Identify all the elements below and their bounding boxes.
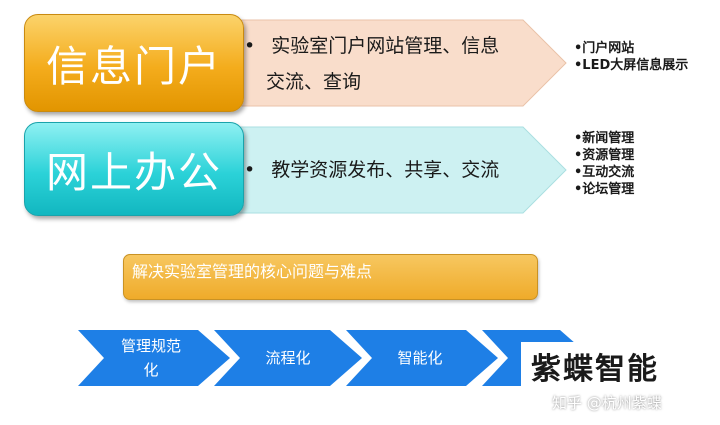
- bullet-mark: •: [244, 35, 256, 57]
- office-feature-item: •资源管理: [574, 148, 635, 163]
- process-chevron: [346, 330, 498, 386]
- portal-description-line1: 实验室门户网站管理、信息: [271, 35, 500, 57]
- office-title-box: 网上办公: [24, 122, 244, 216]
- process-step-2: 流程化: [265, 349, 311, 367]
- process-chevron: [214, 330, 362, 386]
- bullet-mark: •: [244, 159, 256, 181]
- office-title: 网上办公: [45, 147, 222, 197]
- portal-description: • 实验室门户网站管理、信息 交流、查询: [244, 28, 534, 100]
- process-step-1: 管理规范 化: [120, 337, 181, 379]
- office-description: • 教学资源发布、共享、交流: [244, 152, 544, 188]
- process-chevron: [78, 330, 230, 386]
- process-step-3: 智能化: [397, 349, 443, 367]
- office-feature-item: •互动交流: [574, 165, 635, 180]
- brand-name: 紫蝶智能: [531, 352, 659, 387]
- portal-feature-item: •LED大屏信息展示: [574, 58, 689, 73]
- office-features: •新闻管理 •资源管理 •互动交流 •论坛管理: [574, 130, 634, 198]
- office-feature-item: •论坛管理: [574, 182, 635, 197]
- portal-title: 信息门户: [45, 41, 222, 91]
- office-feature-item: •新闻管理: [574, 131, 635, 146]
- portal-title-box: 信息门户: [24, 14, 244, 112]
- core-problem-text: 解决实验室管理的核心问题与难点: [132, 262, 373, 281]
- brand-logo-backdrop: [521, 342, 711, 412]
- core-problem-box: 解决实验室管理的核心问题与难点: [123, 254, 538, 300]
- portal-description-line2: 交流、查询: [266, 71, 362, 93]
- watermark-text: 知乎 @杭州紫蝶: [552, 394, 662, 412]
- office-description-text: 教学资源发布、共享、交流: [271, 159, 500, 181]
- portal-features: •门户网站 •LED大屏信息展示: [574, 40, 688, 74]
- portal-feature-item: •门户网站: [574, 41, 635, 56]
